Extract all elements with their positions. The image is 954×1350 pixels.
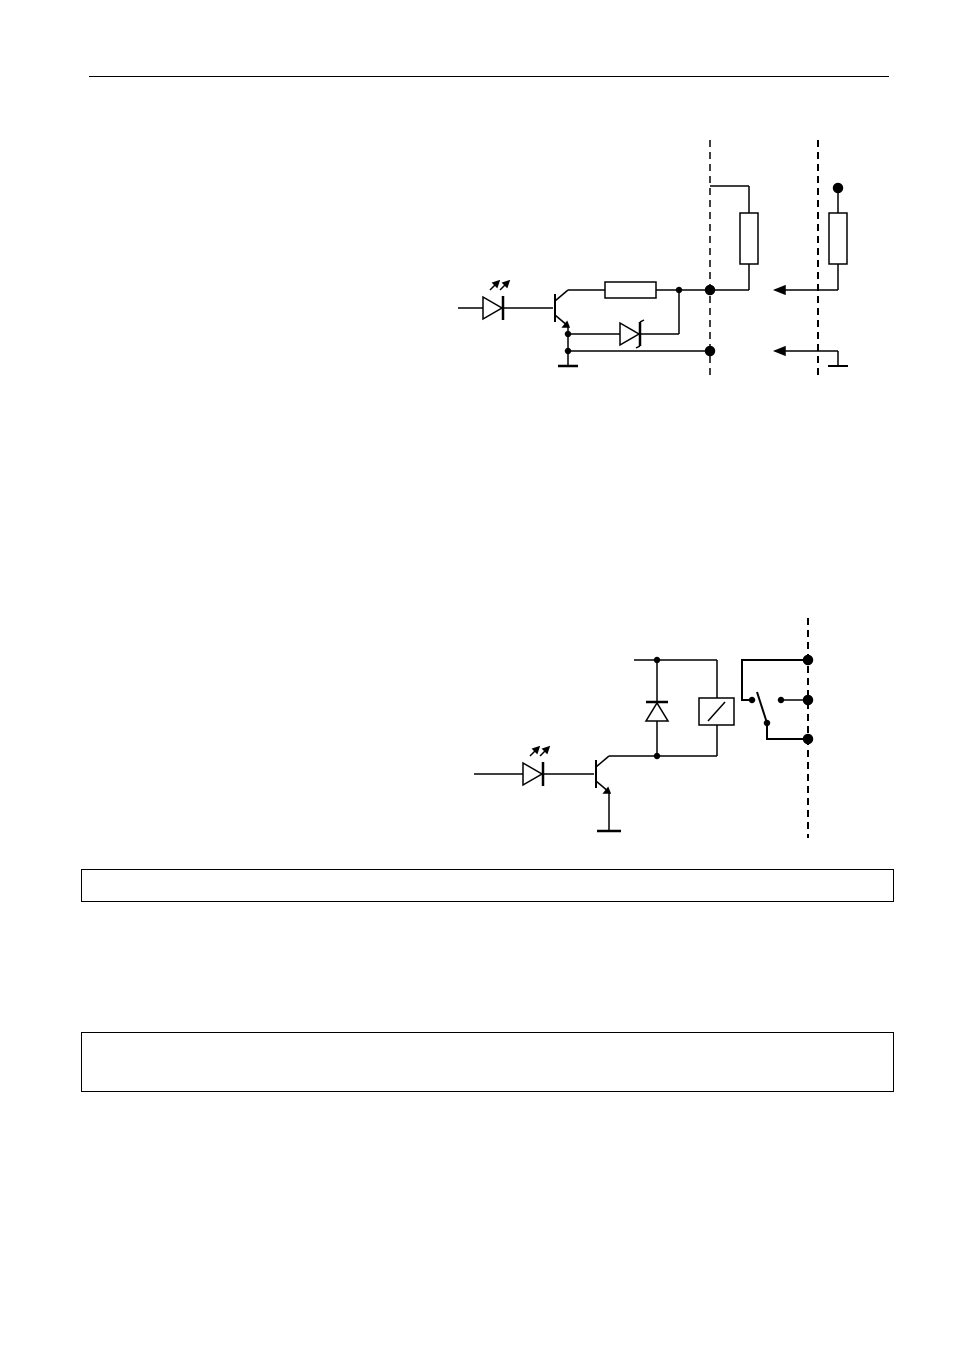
terminal-common xyxy=(704,345,716,357)
note-text xyxy=(82,1033,893,1045)
note-box xyxy=(81,1032,894,1092)
changeover-switch-icon xyxy=(756,691,771,727)
arrow-icon xyxy=(772,284,786,296)
arrow-icon xyxy=(772,345,786,357)
note-text xyxy=(82,870,893,882)
note-box xyxy=(81,869,894,902)
flyback-diode-icon xyxy=(644,700,670,722)
schematic-open-collector xyxy=(458,140,848,380)
header-rule xyxy=(89,76,889,77)
npn-transistor-icon xyxy=(554,289,571,328)
led-icon xyxy=(522,745,551,787)
schematic-relay xyxy=(474,618,814,838)
npn-transistor-icon xyxy=(595,755,612,794)
